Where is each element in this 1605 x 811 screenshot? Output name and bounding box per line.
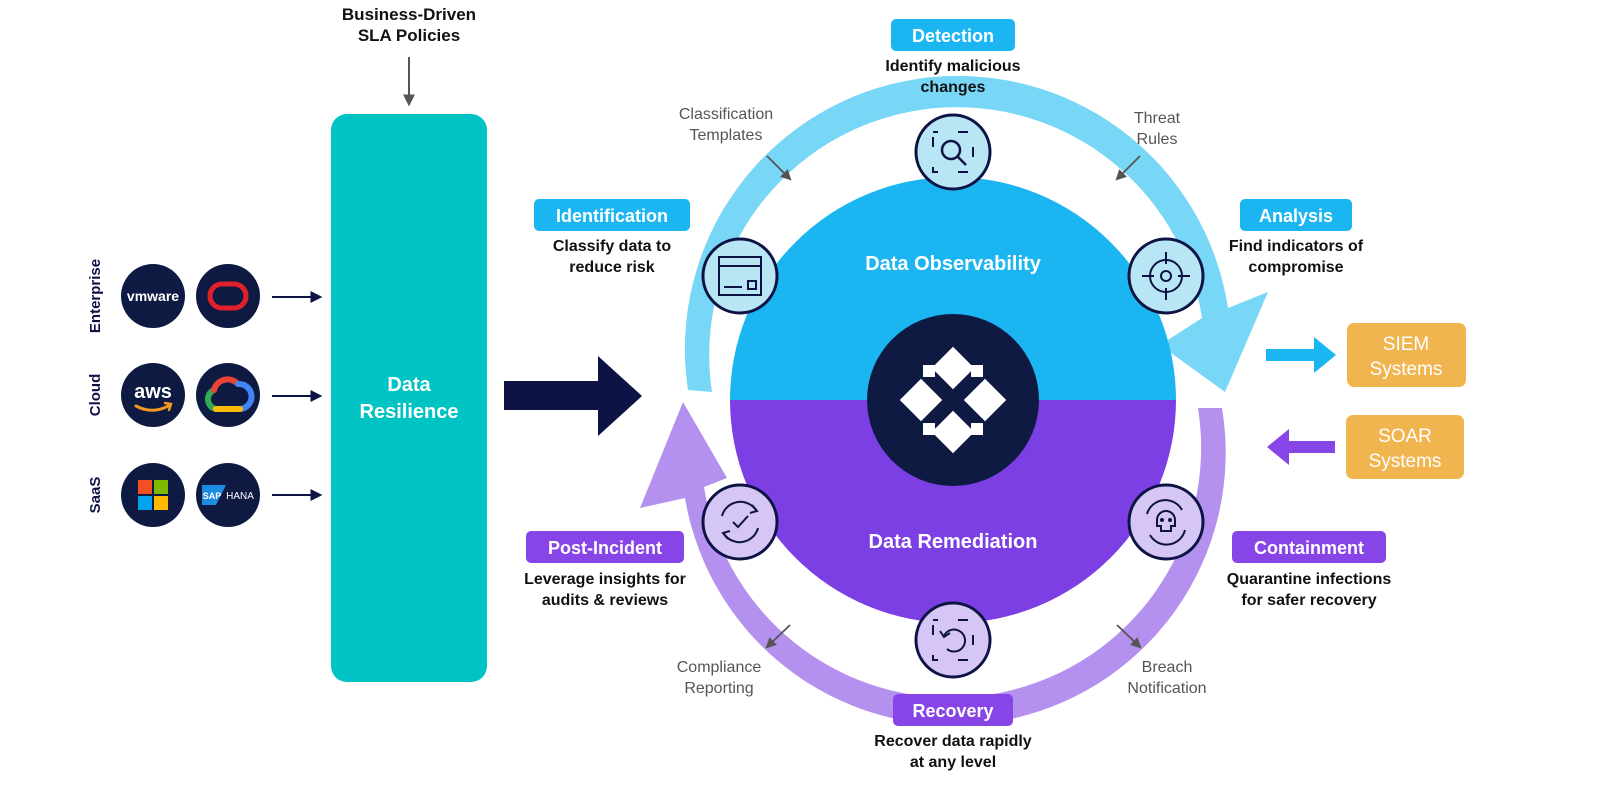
post-incident-desc-line2: audits & reviews	[542, 592, 668, 609]
identification-pill	[534, 199, 690, 231]
observability-half	[730, 177, 1176, 400]
svg-text:SAP: SAP	[203, 491, 222, 501]
observability-ring-band	[684, 75, 1268, 393]
compliance-reporting-line2: Reporting	[684, 680, 753, 697]
breach-notification-line1: Breach	[1142, 659, 1193, 676]
containment-desc-line2: for safer recovery	[1241, 592, 1376, 609]
threat-rules-line1: Threat	[1134, 110, 1181, 127]
post-incident-title: Post-Incident	[548, 538, 662, 558]
threat-rules-arrow	[1115, 155, 1141, 181]
oracle-logo	[196, 264, 260, 328]
soar-systems-box	[1346, 415, 1464, 479]
containment-title: Containment	[1254, 538, 1364, 558]
crosshair-icon	[1127, 237, 1205, 315]
soar-line2: Systems	[1369, 451, 1442, 472]
breach-arrow	[1116, 624, 1142, 649]
post-incident-desc-line1: Leverage insights for	[524, 571, 686, 588]
classification-templates-line1: Classification	[679, 106, 773, 123]
classification-templates-line2: Templates	[690, 127, 763, 144]
siem-systems-box	[1347, 323, 1466, 387]
sla-policies-label-line1: Business-Driven	[342, 5, 476, 24]
microsoft-logo	[121, 463, 185, 527]
main-flow-arrow	[504, 356, 642, 436]
detection-pill	[891, 19, 1015, 51]
recovery-icon	[914, 601, 992, 679]
soar-line1: SOAR	[1378, 426, 1432, 447]
threat-rules-line2: Rules	[1137, 131, 1178, 148]
recovery-title: Recovery	[912, 701, 993, 721]
category-enterprise: Enterprise	[87, 259, 104, 333]
remediation-half	[730, 400, 1176, 623]
compliance-reporting-line1: Compliance	[677, 659, 762, 676]
analysis-pill	[1240, 199, 1352, 231]
recovery-pill	[893, 694, 1013, 726]
category-saas: SaaS	[87, 477, 104, 514]
siem-line1: SIEM	[1383, 334, 1429, 355]
svg-text:aws: aws	[134, 381, 172, 403]
svg-text:vmware: vmware	[127, 288, 179, 304]
siem-arrow	[1266, 337, 1336, 373]
skull-quarantine-icon	[1127, 483, 1205, 561]
vmware-logo: vmware	[121, 264, 185, 328]
siem-line2: Systems	[1370, 359, 1443, 380]
data-remediation-label: Data Remediation	[869, 531, 1038, 553]
data-resilience-label-line2: Resilience	[360, 401, 459, 423]
detection-desc-line1: Identify malicious	[885, 58, 1020, 75]
identification-title: Identification	[556, 206, 668, 226]
analysis-desc-line1: Find indicators of	[1229, 238, 1364, 255]
classification-window-icon	[701, 237, 779, 315]
sla-policies-label-line2: SLA Policies	[358, 26, 460, 45]
remediation-ring-band	[640, 402, 1226, 726]
analysis-title: Analysis	[1259, 206, 1333, 226]
aws-logo: aws	[121, 363, 185, 427]
containment-desc-line1: Quarantine infections	[1227, 571, 1392, 588]
identification-desc-line2: reduce risk	[569, 259, 654, 276]
sap-hana-logo: SAP HANA	[196, 463, 260, 527]
post-incident-pill	[526, 531, 684, 563]
refresh-check-icon	[701, 483, 779, 561]
data-resilience-block	[331, 114, 487, 682]
identification-desc-line1: Classify data to	[553, 238, 671, 255]
containment-pill	[1232, 531, 1386, 563]
rubrik-logo-icon	[867, 314, 1039, 486]
detection-title: Detection	[912, 26, 994, 46]
breach-notification-line2: Notification	[1127, 680, 1206, 697]
category-cloud: Cloud	[87, 374, 104, 417]
soar-arrow	[1267, 429, 1335, 465]
compliance-arrow	[765, 624, 791, 649]
recovery-desc-line1: Recover data rapidly	[874, 733, 1032, 750]
data-resilience-label-line1: Data	[387, 374, 431, 396]
magnifier-icon	[914, 113, 992, 191]
google-cloud-logo	[196, 363, 260, 427]
analysis-desc-line2: compromise	[1248, 259, 1343, 276]
detection-desc-line2: changes	[921, 79, 986, 96]
classification-arrow	[766, 155, 792, 181]
data-observability-label: Data Observability	[865, 253, 1042, 275]
recovery-desc-line2: at any level	[910, 754, 996, 771]
svg-text:HANA: HANA	[226, 491, 254, 502]
